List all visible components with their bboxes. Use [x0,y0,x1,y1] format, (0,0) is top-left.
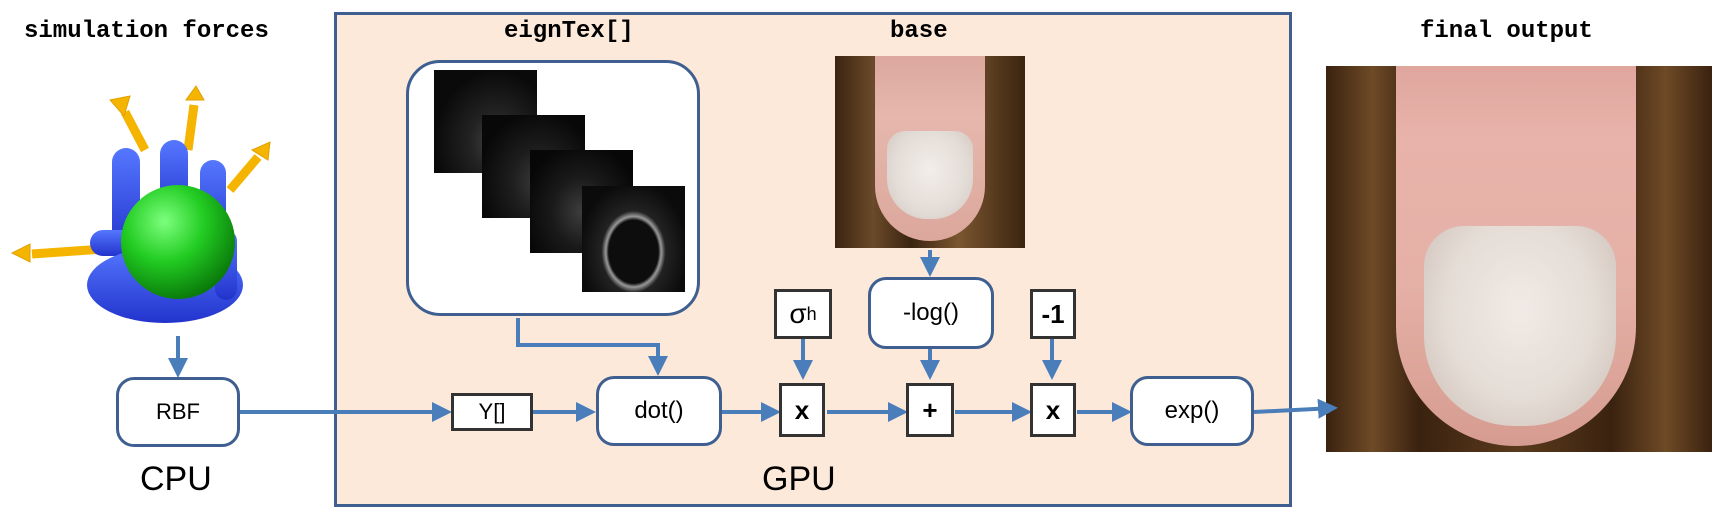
base-nail-image [835,56,1025,248]
base-title: base [890,18,948,45]
final-output-title: final output [1420,18,1593,45]
green-ball [121,185,235,299]
multiply-node-1: x [779,383,825,437]
eigentexture-4 [582,186,685,292]
neg-one-node: -1 [1030,289,1076,339]
final-output-nail-image [1326,66,1712,452]
hand-simulation-image [10,85,271,323]
force-arrows [10,85,271,263]
exp-node: exp() [1130,376,1254,446]
eigentexture-stack [434,70,694,300]
dot-node: dot() [596,376,722,446]
gpu-label: GPU [762,460,836,498]
multiply-node-2: x [1030,383,1076,437]
gamma-node: Y[] [451,393,533,431]
sigma-subscript: h [806,303,817,324]
sigma-symbol: σ [789,298,807,329]
eigntex-title: eignTex[] [504,18,634,45]
simulation-forces-title: simulation forces [24,18,269,45]
rbf-node: RBF [116,377,240,447]
neg-log-node: -log() [868,277,994,349]
cpu-label: CPU [140,460,212,498]
plus-node: + [906,383,954,437]
